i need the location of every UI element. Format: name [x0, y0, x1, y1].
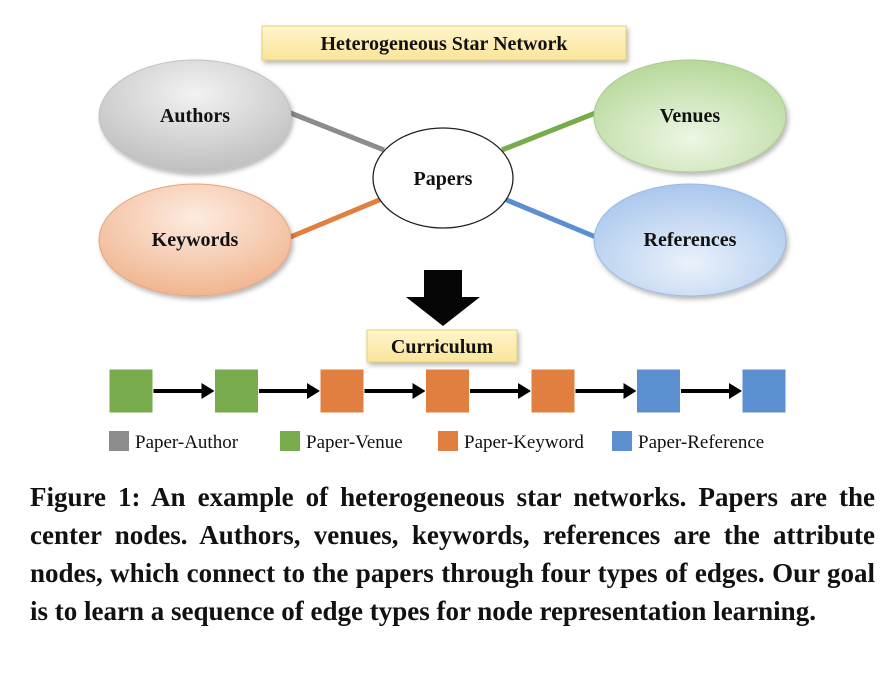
venues-label: Venues [660, 105, 721, 127]
legend-label-reference: Paper-Reference [638, 432, 764, 453]
sequence-step-venue [108, 368, 154, 414]
curriculum-label: Curriculum [391, 336, 494, 358]
legend-swatch-author [109, 431, 129, 451]
title-box [261, 25, 627, 61]
diagram-title: Heterogeneous Star Network [321, 33, 569, 55]
sequence-step-keyword [530, 368, 576, 414]
figure-caption: Figure 1: An example of heterogeneous st… [30, 482, 875, 626]
sequence-step-keyword [425, 368, 470, 414]
sequence-arrowhead [623, 383, 637, 399]
papers-node [372, 127, 514, 229]
sequence-step-reference [741, 368, 787, 414]
sequence-step-reference [636, 368, 681, 414]
edge-paper-author [287, 109, 385, 153]
sequence-arrowhead [307, 383, 320, 399]
authors-node [98, 59, 292, 173]
keywords-label: Keywords [152, 229, 239, 251]
curriculum-sequence [108, 368, 787, 414]
sequence-step-keyword [319, 368, 365, 414]
curriculum-box [366, 329, 518, 363]
sequence-arrowhead [412, 383, 426, 399]
legend: Paper-Author Paper-Venue Paper-Keyword Pape… [109, 431, 764, 453]
down-arrow-icon [406, 270, 480, 326]
sequence-arrowhead [201, 383, 215, 399]
authors-label: Authors [160, 105, 230, 127]
star-network-figure: Heterogeneous Star Network Authors Venue… [98, 25, 787, 453]
edge-paper-venue [501, 109, 599, 153]
keywords-node [98, 183, 292, 297]
legend-swatch-keyword [438, 431, 458, 451]
legend-label-keyword: Paper-Keyword [464, 432, 584, 453]
sequence-step-venue [214, 368, 259, 414]
legend-swatch-reference [612, 431, 632, 451]
edge-paper-reference [501, 195, 599, 241]
venues-node [593, 59, 787, 173]
sequence-arrowhead [518, 383, 531, 399]
edge-paper-keyword [287, 195, 385, 241]
legend-label-author: Paper-Author [135, 432, 239, 453]
legend-label-venue: Paper-Venue [306, 432, 403, 453]
references-label: References [644, 229, 737, 251]
papers-label: Papers [414, 168, 473, 190]
sequence-arrowhead [729, 383, 742, 399]
legend-swatch-venue [280, 431, 300, 451]
references-node [593, 183, 787, 297]
